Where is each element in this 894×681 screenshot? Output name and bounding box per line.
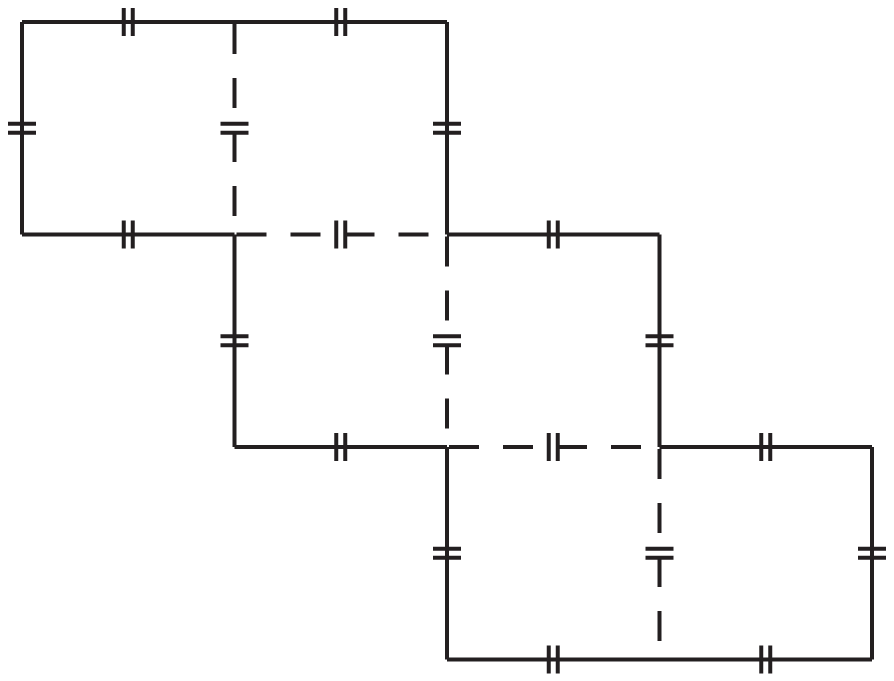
dashed-fold-edges [232, 22, 662, 660]
congruence-ticks [8, 8, 886, 674]
solid-edges [20, 20, 874, 662]
